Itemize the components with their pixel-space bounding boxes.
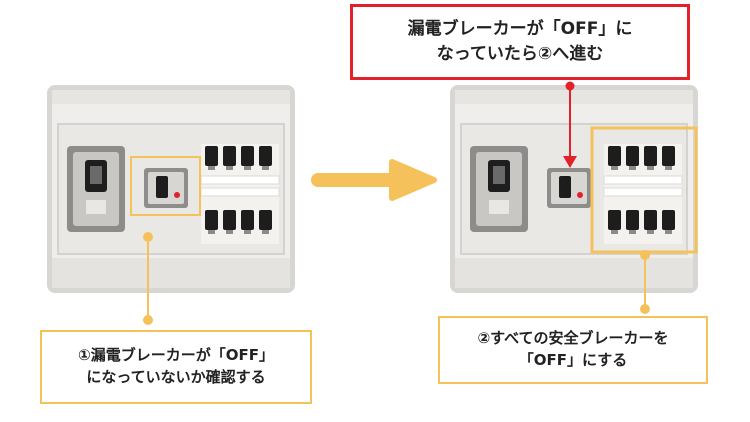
callout-left-line1: ①漏電ブレーカーが「OFF」 <box>78 346 274 365</box>
breaker-panel-left <box>47 85 295 293</box>
callout-leakage-off: 漏電ブレーカーが「OFF」に なっていたら②へ進む <box>350 4 690 80</box>
right-arrow-icon <box>311 159 437 201</box>
earth-leakage-breaker-right <box>547 168 591 208</box>
callout-top-line2: なっていたら②へ進む <box>436 44 604 64</box>
earth-leakage-breaker <box>144 168 188 208</box>
branch-breakers <box>200 144 280 244</box>
branch-breakers-right <box>603 144 683 244</box>
main-breaker-right <box>470 146 528 232</box>
callout-step2: ②すべての安全ブレーカーを 「OFF」にする <box>438 316 708 384</box>
red-pointer-arrow <box>563 81 577 168</box>
connector-left <box>143 232 153 325</box>
breaker-panel-right <box>450 85 698 293</box>
connector-right <box>640 250 650 314</box>
callout-top-line1: 漏電ブレーカーが「OFF」に <box>407 19 633 40</box>
callout-step1: ①漏電ブレーカーが「OFF」 になっていないか確認する <box>40 330 312 404</box>
callout-right-line1: ②すべての安全ブレーカーを <box>477 329 669 348</box>
main-breaker <box>67 146 125 232</box>
highlight-frame-left <box>130 156 201 216</box>
callout-right-line2: 「OFF」にする <box>518 351 628 369</box>
callout-left-line2: になっていないか確認する <box>86 368 266 386</box>
